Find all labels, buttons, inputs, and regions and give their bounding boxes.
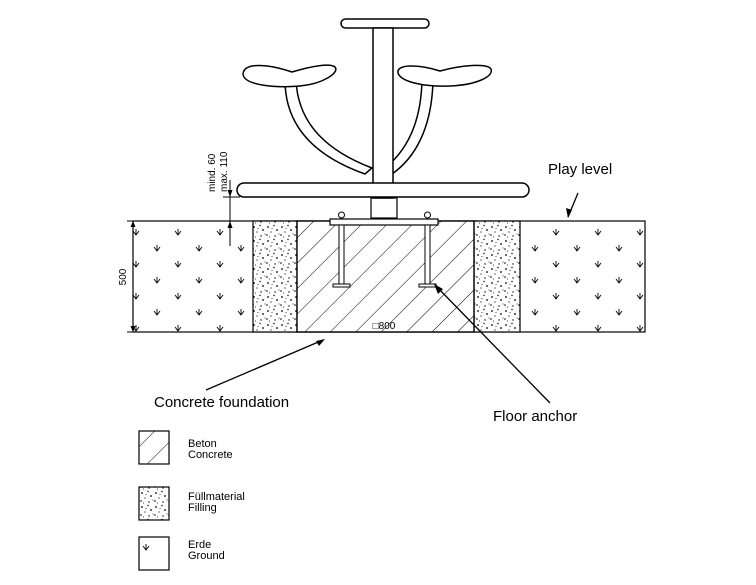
filling-swatch <box>138 486 170 521</box>
concrete-swatch <box>138 430 170 465</box>
top-bar <box>340 18 430 29</box>
depth-dimension: 500 <box>118 268 129 285</box>
floor-anchor-label: Floor anchor <box>493 408 577 425</box>
play-level-label: Play level <box>548 161 612 178</box>
legend-ground-de: Erde <box>188 539 211 551</box>
ground-swatch <box>138 536 170 571</box>
legend-ground-en: Ground <box>188 550 225 562</box>
filling-right <box>473 220 521 333</box>
left-arm <box>284 79 374 175</box>
height-max-dimension: max. 110 <box>219 151 230 192</box>
filling-left <box>252 220 298 333</box>
base-plate <box>329 218 439 226</box>
play-equipment <box>236 18 530 199</box>
legend-concrete-en: Concrete <box>188 449 233 461</box>
legend-item-ground: Erde Ground <box>138 536 225 571</box>
legend-filling-de: Füllmaterial <box>188 491 245 503</box>
ground-section <box>132 220 646 333</box>
foundation-size-label: □800 <box>373 321 396 332</box>
legend-filling-en: Filling <box>188 502 217 514</box>
legend-item-filling: Füllmaterial Filling <box>138 486 245 521</box>
legend: Beton Concrete Füllmaterial Filling Erde… <box>138 430 245 571</box>
left-seat <box>242 64 337 88</box>
ground-plate <box>236 182 530 198</box>
concrete-foundation-label: Concrete foundation <box>154 394 289 411</box>
center-pole <box>372 27 394 199</box>
floor-anchor-group <box>329 197 439 288</box>
pole-base <box>370 197 398 219</box>
height-min-dimension: mind. 60 <box>207 153 218 192</box>
right-seat <box>397 64 492 87</box>
legend-item-concrete: Beton Concrete <box>138 430 233 465</box>
legend-concrete-de: Beton <box>188 438 217 450</box>
concrete-foundation-block <box>296 220 475 333</box>
